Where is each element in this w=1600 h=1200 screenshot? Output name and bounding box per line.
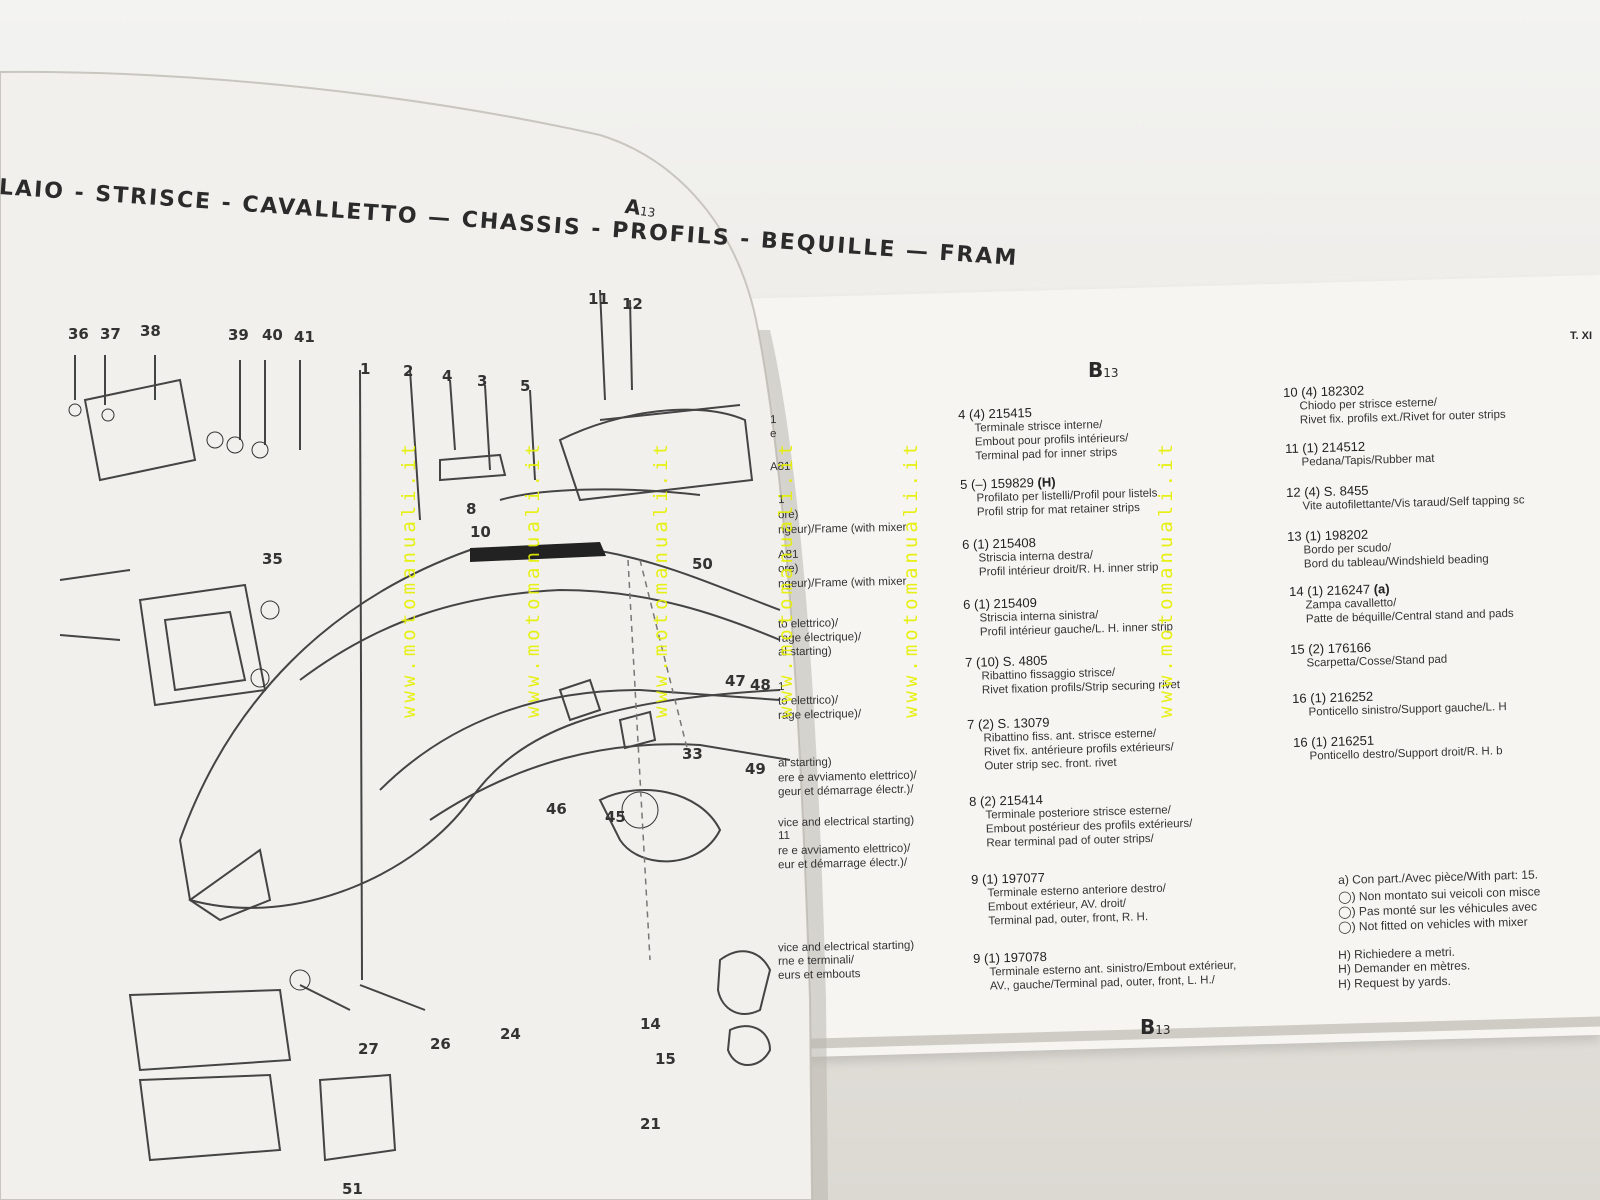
callout-number: 21	[640, 1115, 661, 1133]
callout-number: 45	[605, 808, 626, 826]
callout-number: 15	[655, 1050, 676, 1068]
callout-number: 26	[430, 1035, 451, 1053]
margin-fragment: eur et démarrage électr.)/	[777, 856, 908, 872]
callout-number: 27	[358, 1040, 379, 1058]
callout-number: 48	[750, 676, 771, 694]
callout-number: 40	[262, 326, 283, 344]
watermark-text: www.motomanuali.it	[650, 440, 672, 718]
margin-fragment: 1	[769, 413, 777, 427]
margin-fragment: ngeur)/Frame (with mixer	[777, 575, 907, 591]
callout-number: 38	[140, 322, 161, 340]
callout-number: 11	[588, 290, 609, 308]
callout-number: 37	[100, 325, 121, 343]
left-page-paper	[0, 70, 814, 1200]
callout-number: 5	[520, 377, 531, 395]
right-page-label-letter: B	[1088, 358, 1104, 382]
margin-fragment: 11	[777, 829, 791, 843]
callout-number: 33	[682, 745, 703, 763]
margin-fragment: geur et démarrage électr.)/	[777, 783, 914, 799]
margin-fragment: eurs et embouts	[777, 968, 861, 982]
callout-number: 12	[622, 295, 643, 313]
corner-label: T. XI	[1570, 330, 1593, 342]
drawing-lines	[59, 289, 791, 1162]
callout-number: 24	[500, 1025, 521, 1043]
watermark-text: www.motomanuali.it	[1155, 440, 1177, 718]
right-page-label-sub: 13	[1103, 366, 1119, 380]
watermark-text: www.motomanuali.it	[775, 440, 797, 718]
left-page-label: A13	[623, 193, 657, 221]
callout-number: 14	[640, 1015, 661, 1033]
callout-number: 49	[745, 760, 766, 778]
callout-number: 4	[442, 367, 453, 385]
callout-number: 46	[546, 800, 567, 818]
callout-number: 47	[725, 672, 746, 690]
right-page-footer-label-letter: B	[1140, 1015, 1156, 1039]
watermark-text: www.motomanuali.it	[522, 440, 544, 718]
margin-fragment: ngeur)/Frame (with mixer	[777, 521, 907, 537]
callout-number: 36	[68, 325, 89, 343]
callout-number: 10	[470, 523, 491, 541]
callout-number: 8	[466, 500, 477, 518]
callout-number: 1	[360, 360, 371, 378]
callout-number: 50	[692, 555, 713, 573]
callout-number: 35	[262, 550, 283, 568]
margin-fragment: rne e terminali/	[777, 954, 855, 968]
margin-fragment: vice and electrical starting)	[777, 814, 915, 830]
callout-number: 2	[403, 362, 414, 380]
margin-fragment: al starting)	[777, 756, 832, 770]
callout-number: 39	[228, 326, 249, 344]
right-page-footer-label: B13	[1140, 1015, 1171, 1039]
margin-fragment: e	[769, 427, 777, 441]
watermark-text: www.motomanuali.it	[398, 440, 420, 718]
callout-number: 51	[342, 1180, 363, 1198]
callout-number: 3	[477, 372, 488, 390]
callout-number: 41	[294, 328, 315, 346]
right-page-footer-label-sub: 13	[1155, 1023, 1171, 1037]
watermark-text: www.motomanuali.it	[900, 440, 922, 718]
right-page-label: B13	[1088, 358, 1119, 382]
